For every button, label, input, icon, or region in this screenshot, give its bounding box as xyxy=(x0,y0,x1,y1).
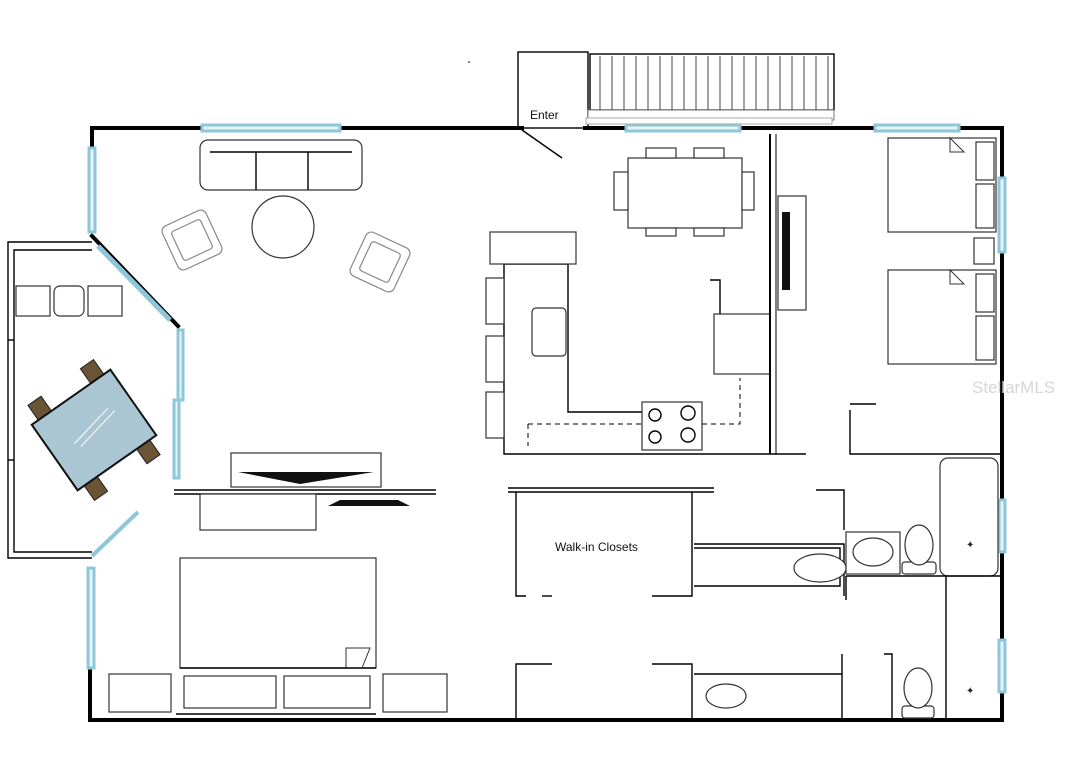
bedroom-two: StellarMLS xyxy=(849,136,1055,455)
bathroom-one: ✦ xyxy=(845,457,1002,577)
watermark: StellarMLS xyxy=(972,378,1055,397)
windows xyxy=(86,123,1007,694)
entry-area: Enter xyxy=(468,51,589,159)
master-bedroom xyxy=(108,557,448,715)
stairs xyxy=(585,53,835,125)
closets-label: Walk-in Closets xyxy=(555,540,638,554)
closets: Walk-in Closets xyxy=(508,487,847,597)
svg-text:✦: ✦ xyxy=(966,540,974,551)
master-bath: ✦ xyxy=(515,576,974,720)
kitchen xyxy=(485,134,807,455)
entry-label: Enter xyxy=(530,108,559,122)
sunroom xyxy=(7,241,161,559)
living-room xyxy=(161,139,436,531)
svg-text:✦: ✦ xyxy=(966,686,974,697)
